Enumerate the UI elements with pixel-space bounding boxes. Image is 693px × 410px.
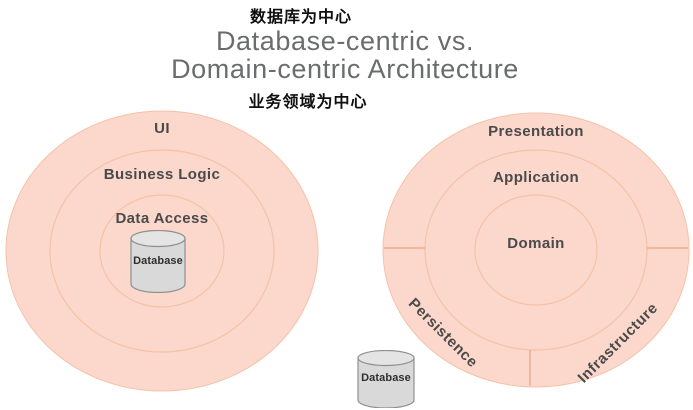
cylinder-top [130,230,186,248]
cylinder-body [357,357,415,408]
database-cylinder-icon: Database [130,230,186,293]
presentation-ring-label: Presentation [488,123,584,140]
inner-ring-data-access [99,194,225,308]
cylinder-body [130,237,186,293]
domain-ring-label: Domain [507,235,565,252]
inner-ring-domain [474,194,598,306]
ui-ring-label: UI [154,120,170,137]
chinese-label-database-centric: 数据库为中心 [249,9,353,26]
database-label: Database [361,372,411,384]
middle-ring-application [424,149,648,351]
database-cylinder-graphic [130,230,186,293]
outer-ring-presentation [382,112,690,388]
chinese-label-domain-centric: 业务领域为中心 [248,94,368,111]
database-label: Database [133,255,183,267]
application-ring-label: Application [492,169,580,186]
title-line-1: Database-centric vs. [215,26,475,56]
external-database-cylinder-icon: Database [357,350,415,408]
title-line-2: Domain-centric Architecture [171,54,519,84]
cylinder-top [357,350,415,367]
database-cylinder-graphic [357,350,415,408]
domain-centric-diagram: Presentation Application Domain Persiste… [382,112,690,388]
business-logic-ring-label: Business Logic [103,166,221,183]
data-access-ring-label: Data Access [115,210,209,227]
domain-centric-rings-graphic [382,112,690,388]
middle-ring-business-logic [49,149,275,353]
